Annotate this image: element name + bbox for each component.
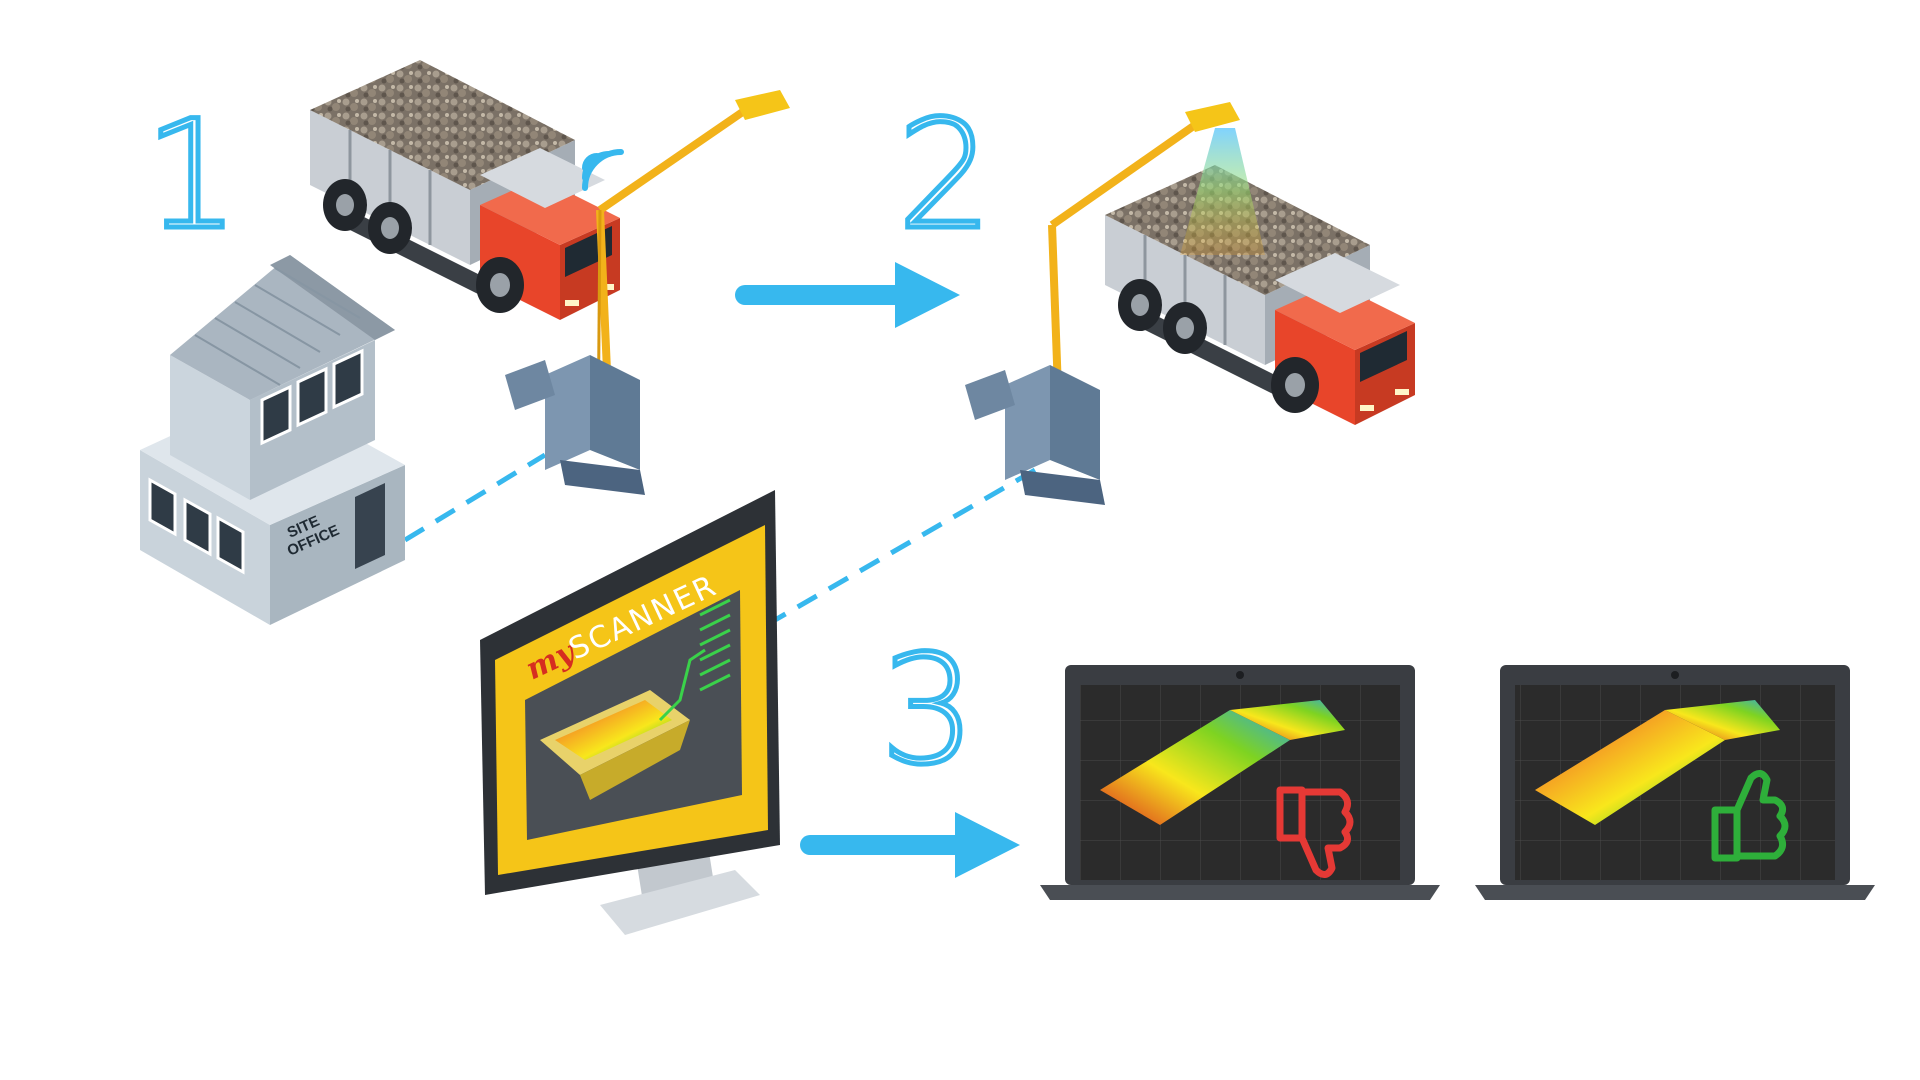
- thumbs-up-icon: [1711, 770, 1789, 862]
- arrow-step1-to-step2: [735, 262, 960, 328]
- wifi-signal-icon: [582, 149, 624, 191]
- laptop-result-1: [1040, 665, 1440, 900]
- laptop-result-2: [1475, 665, 1875, 900]
- scanner-tower-2: [965, 102, 1240, 505]
- dashed-link-scanner2-monitor: [773, 467, 1037, 623]
- step-number-3: 3: [880, 624, 975, 798]
- laptop-1-scan: [1100, 710, 1290, 825]
- step-number-2: 2: [897, 89, 992, 263]
- step-number-1: 1: [144, 89, 239, 263]
- scanner-tower-1: [505, 90, 790, 495]
- monitor-scan-preview: [540, 690, 690, 800]
- scan-beam: [1180, 128, 1265, 255]
- arrow-step3-to-results: [800, 812, 1020, 878]
- desktop-monitor: my SCANNER: [480, 490, 780, 935]
- dump-truck-2: [1105, 165, 1415, 425]
- laptop-2-scan: [1535, 710, 1725, 825]
- site-office-building: SITE OFFICE: [140, 255, 405, 625]
- thumbs-down-icon: [1276, 786, 1354, 878]
- dump-truck-1: [310, 60, 624, 320]
- monitor-data-lines: [658, 598, 731, 722]
- dashed-link-office-scanner1: [403, 452, 547, 543]
